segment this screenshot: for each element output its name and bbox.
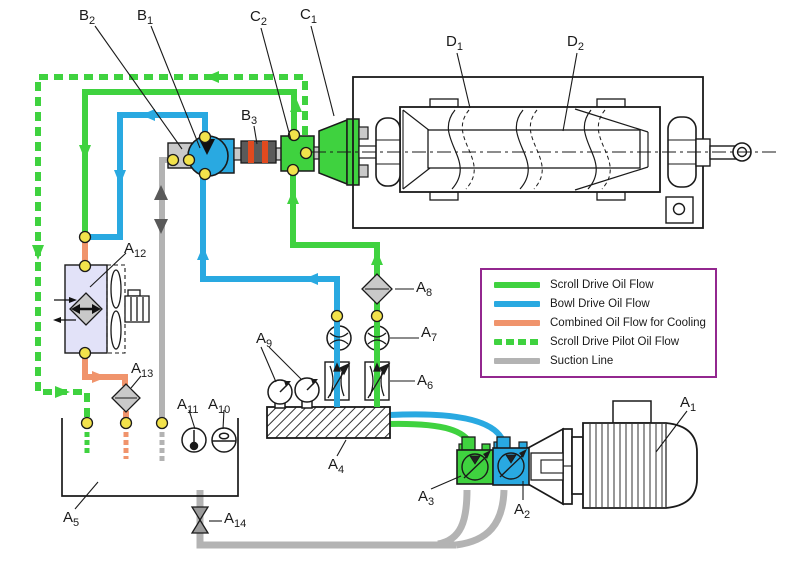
legend-swatch-pilot-oil (494, 339, 540, 345)
return-filter (111, 383, 141, 413)
legend-swatch-scroll-oil (494, 282, 540, 288)
label-a4: A4 (328, 456, 345, 476)
level-gauge (211, 427, 237, 453)
legend-item-scroll-oil: Scroll Drive Oil Flow (494, 279, 715, 291)
scroll-hub (427, 129, 641, 169)
shaft-coupling (233, 140, 284, 164)
oil-cooler (53, 264, 108, 354)
legend-box: Scroll Drive Oil Flow Bowl Drive Oil Flo… (480, 268, 717, 378)
valve-symbols (327, 332, 391, 399)
label-a11: A11 (177, 396, 199, 416)
label-d1: D1 (446, 33, 463, 53)
pressure-filter (361, 273, 393, 305)
bowl-drive-pump (492, 436, 530, 486)
label-c2: C2 (250, 8, 267, 28)
label-a10: A10 (208, 396, 231, 416)
pressure-gauges (267, 377, 320, 409)
vibration-sensor (665, 196, 694, 224)
decanter-centrifuge (352, 76, 704, 229)
cooler-fan (106, 264, 126, 354)
label-b1: B1 (137, 7, 154, 27)
label-a2: A2 (514, 501, 531, 521)
label-b3: B3 (241, 107, 258, 127)
scroll-flights (447, 109, 611, 190)
label-c1: C1 (300, 6, 317, 26)
label-a5: A5 (63, 509, 80, 529)
label-a14: A14 (224, 510, 247, 530)
legend-item-pilot-oil: Scroll Drive Pilot Oil Flow (494, 336, 715, 348)
label-a9: A9 (256, 330, 273, 350)
legend-item-bowl-oil: Bowl Drive Oil Flow (494, 298, 715, 310)
oil-tank (61, 418, 239, 497)
label-a6: A6 (417, 372, 434, 392)
label-d2: D2 (567, 33, 584, 53)
label-b2: B2 (79, 7, 96, 27)
electric-motor (571, 400, 698, 509)
legend-swatch-combined-oil (494, 320, 540, 326)
legend-item-suction: Suction Line (494, 355, 715, 367)
legend-item-combined-oil: Combined Oil Flow for Cooling (494, 317, 715, 329)
label-a13: A13 (131, 360, 154, 380)
scroll-pilot-oil-line (35, 74, 308, 421)
legend-swatch-bowl-oil (494, 301, 540, 307)
tank-dip-pipes (84, 424, 165, 461)
leader-lines (74, 25, 688, 522)
bowl-drive-hydraulic-motor (187, 135, 235, 177)
thermometer-gauge (181, 427, 207, 453)
label-a3: A3 (418, 488, 435, 508)
scroll-drive-pump (456, 436, 494, 485)
fan-motor (124, 289, 150, 323)
connector-dots (78, 128, 384, 430)
label-a8: A8 (416, 279, 433, 299)
legend-swatch-suction (494, 358, 540, 364)
suction-lines (159, 157, 508, 549)
label-a1: A1 (680, 394, 697, 414)
shutoff-valve (190, 506, 210, 534)
bell-housing (527, 427, 573, 506)
label-a7: A7 (421, 324, 438, 344)
valve-manifold (266, 406, 391, 439)
label-a12: A12 (124, 240, 147, 260)
flow-arrows (32, 71, 383, 398)
